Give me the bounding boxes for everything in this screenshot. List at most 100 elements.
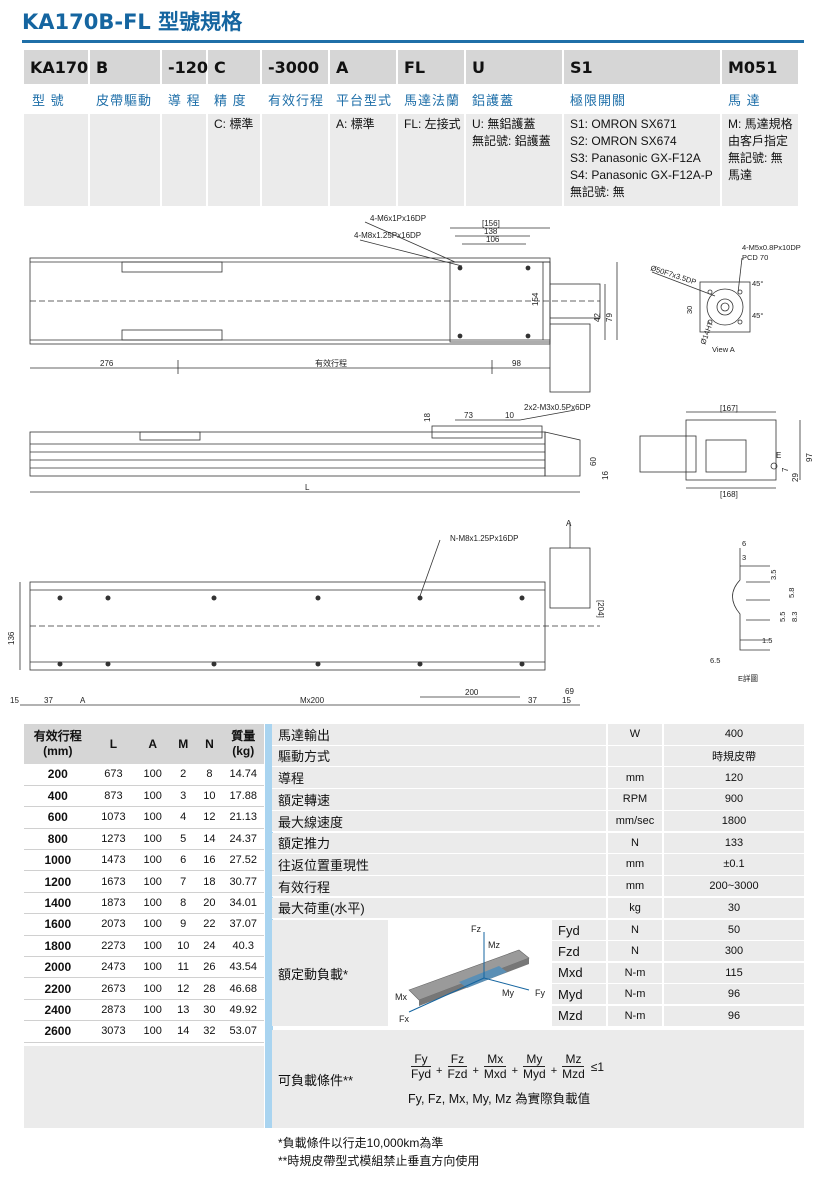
order-label-row: 型 號 皮帶驅動 導 程 精 度 有效行程 平台型式 馬達法蘭 鋁護蓋 極限開關… [24, 86, 804, 112]
cell-A: 100 [135, 870, 171, 893]
axis-fy: Fy [535, 988, 545, 998]
footnotes: *負載條件以行走10,000km為準 **時規皮帶型式模組禁止垂直方向使用 [278, 1134, 479, 1170]
cell-L: 673 [91, 764, 136, 786]
bottom-view [19, 522, 600, 706]
dim-37a: 37 [44, 696, 53, 705]
cell-A: 100 [135, 977, 171, 1000]
dyn-value: 115 [662, 962, 804, 984]
cell-A: 100 [135, 1020, 171, 1043]
cell-mass: 43.54 [222, 956, 264, 979]
dyn-symbol: Myd [552, 984, 606, 1006]
dim-276: 276 [100, 359, 114, 368]
spec-name: 額定轉速 [272, 789, 606, 810]
cell-stroke: 1600 [24, 913, 92, 936]
cell-stroke: 1800 [24, 935, 92, 958]
dim-79: 79 [605, 313, 614, 322]
fraction-denominator: Mzd [562, 1067, 585, 1081]
cell-stroke: 800 [24, 828, 92, 851]
cell-A: 100 [135, 849, 171, 872]
dyn-unit: N-m [606, 1005, 662, 1027]
cell-mass: 49.92 [222, 999, 264, 1022]
dyn-unit: N-m [606, 984, 662, 1006]
col-mass: 質量 (kg) [222, 724, 264, 764]
footnote-1: *負載條件以行走10,000km為準 [278, 1136, 444, 1150]
label-limit-switch: 極限開關 [570, 92, 627, 108]
formula-plus: + [550, 1064, 558, 1077]
cell-A: 100 [135, 806, 171, 829]
dim-stroke: 有效行程 [315, 358, 347, 368]
spec-unit: mm [606, 854, 662, 875]
dyn-symbol: Mzd [552, 1005, 606, 1027]
spec-unit: mm/sec [606, 810, 662, 832]
cell-A: 100 [135, 764, 171, 786]
dynamic-load-name: 額定動負載* [278, 966, 349, 982]
label-accuracy: 精 度 [214, 92, 247, 108]
cell-N: 24 [196, 935, 223, 958]
dyn-symbol: Fyd [552, 920, 606, 941]
option-table-type: A: 標準 [330, 114, 396, 206]
formula-plus: + [436, 1064, 443, 1077]
code-table-type: A [330, 50, 396, 84]
label-motor: 馬 達 [728, 92, 761, 108]
spec-value: 時規皮帶 [662, 745, 804, 767]
dim-15a: 15 [10, 696, 19, 705]
cell-N: 22 [196, 913, 223, 936]
dyn-value: 96 [662, 1005, 804, 1027]
cell-L: 1873 [91, 892, 136, 915]
dyn-value: 300 [662, 941, 804, 963]
code-limit-switch: S1 [564, 50, 720, 84]
axis-mx: Mx [395, 992, 407, 1002]
dim-d14: Ø14H7 [698, 320, 715, 345]
dim-L: L [305, 483, 310, 492]
bottom-holes [57, 595, 525, 667]
formula-le: ≤1 [590, 1059, 605, 1074]
cell-L: 2873 [91, 999, 136, 1022]
dim-A: A [80, 696, 86, 705]
end-view [639, 411, 801, 489]
cell-L: 1473 [91, 849, 136, 872]
spec-accent-strip [265, 724, 273, 1128]
spec-unit: W [606, 724, 662, 745]
cell-stroke: 600 [24, 806, 92, 829]
spec-unit: N [606, 832, 662, 853]
dim-10: 10 [505, 411, 514, 420]
dim-motor-holes: 4-M5x0.8Px10DP [742, 243, 801, 252]
cell-mass: 21.13 [222, 806, 264, 829]
mark-a: A [566, 519, 572, 528]
code-drive: B [90, 50, 160, 84]
spec-unit: RPM [606, 789, 662, 810]
order-option-row: C: 標準 A: 標準 FL: 左接式 U: 無鋁護蓋 無記號: 鋁護蓋 S1:… [24, 114, 804, 206]
cell-stroke: 2400 [24, 999, 92, 1022]
option-drive [90, 114, 160, 206]
cell-A: 100 [135, 892, 171, 915]
cell-M: 14 [170, 1020, 197, 1043]
cell-mass: 14.74 [222, 764, 264, 786]
cell-L: 873 [91, 785, 136, 808]
spec-name: 有效行程 [272, 875, 606, 897]
cell-L: 2073 [91, 913, 136, 936]
dyn-value: 50 [662, 920, 804, 941]
dim-204: [204] [596, 600, 605, 618]
cell-N: 28 [196, 977, 223, 1000]
cell-N: 18 [196, 870, 223, 893]
code-flange: FL [398, 50, 464, 84]
cell-M: 3 [170, 785, 197, 808]
option-accuracy: C: 標準 [208, 114, 260, 206]
cell-L: 2473 [91, 956, 136, 979]
cell-L: 1073 [91, 806, 136, 829]
cell-M: 11 [170, 956, 197, 979]
cell-N: 26 [196, 956, 223, 979]
